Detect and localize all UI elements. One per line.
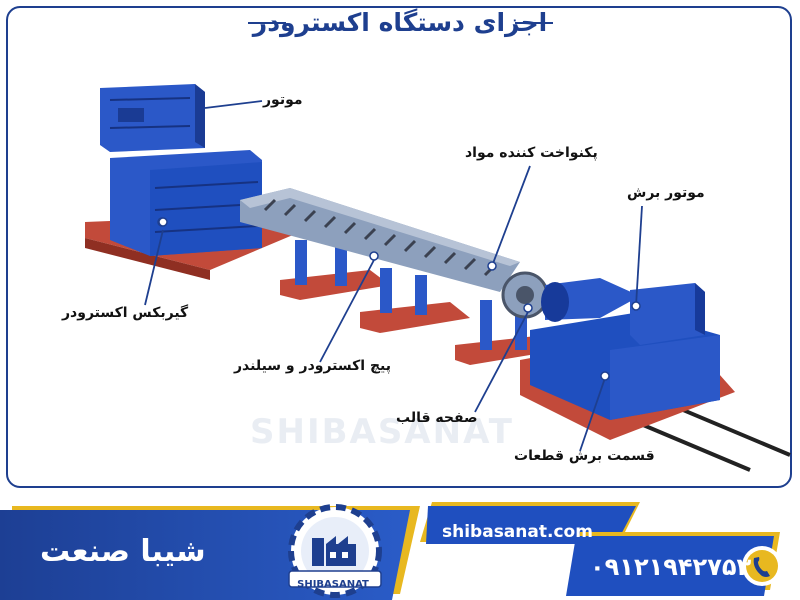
label-feeder: پکنواخت کننده مواد [465,145,598,161]
logo-caption: SHIBASANAT [297,579,369,590]
label-die: صفحه قالب [396,410,478,426]
leader-lines [144,100,643,452]
page-title: اجزای دستگاه اکسترودر [252,8,548,37]
watermark: SHIBASANAT [250,412,514,452]
label-cut-motor: موتور برش [627,185,705,201]
cut-motor-box [630,283,705,345]
phone-number[interactable]: ۰۹۱۲۱۹۴۲۷۵۳ [590,553,752,581]
website-link[interactable]: shibasanat.com [442,522,593,542]
extruder-illustration [85,84,791,472]
label-cutter: قسمت برش قطعات [514,448,655,464]
cut-motor-body [545,278,640,320]
label-screw: پیچ اکسترودر و سیلندر [234,358,392,374]
label-motor: موتور [263,92,303,108]
title-rule-right [515,22,553,24]
footer-banner [0,502,782,600]
motor-box [100,84,205,152]
title-rule-left [248,22,286,24]
label-gearbox: گیربکس اکسترودر [62,305,189,321]
footer-brand-name: شیبا صنعت [40,534,206,569]
factory-gear-logo-icon [288,504,382,598]
phone-icon [742,546,782,586]
extruder-screw [263,198,497,277]
